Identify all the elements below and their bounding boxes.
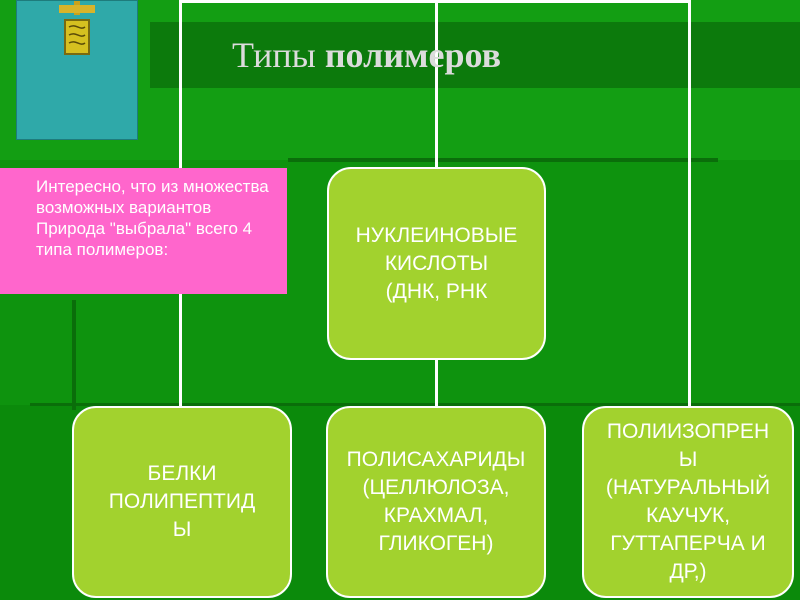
emblem-plate: [64, 19, 90, 55]
polyisoprenes-box: ПОЛИИЗОПРЕН Ы (НАТУРАЛЬНЫЙ КАУЧУК, ГУТТА…: [582, 406, 794, 598]
box-line: ГЛИКОГЕН): [378, 532, 494, 555]
box-line: ДР,): [669, 560, 707, 583]
box-line: БЕЛКИ: [147, 462, 217, 485]
box-line: КАУЧУК,: [645, 504, 731, 527]
box-line: НУКЛЕИНОВЫЕ: [355, 223, 518, 247]
box-line: ПОЛИИЗОПРЕН: [606, 420, 770, 443]
divider-line: [288, 158, 718, 162]
connector-right-vertical: [688, 0, 691, 406]
divider-line: [72, 300, 76, 410]
box-line: КРАХМАЛ,: [383, 504, 489, 527]
box-line: (НАТУРАЛЬНЫЙ: [605, 476, 771, 499]
box-line: ГУТТАПЕРЧА И: [610, 532, 766, 555]
dna-emblem-icon: [16, 0, 138, 140]
box-line: ПОЛИПЕПТИД: [108, 490, 256, 513]
box-line: Ы: [678, 448, 698, 471]
box-line: ПОЛИСАХАРИДЫ: [346, 448, 526, 471]
box-line: КИСЛОТЫ: [384, 251, 489, 275]
title-bold: полимеров: [324, 35, 502, 75]
title-band: [150, 22, 800, 88]
emblem-knob: [59, 5, 95, 13]
polysaccharides-box: ПОЛИСАХАРИДЫ (ЦЕЛЛЮЛОЗА, КРАХМАЛ, ГЛИКОГ…: [326, 406, 546, 598]
box-line: (ДНК, РНК: [385, 279, 488, 303]
note-box: Интересно, что из множества возможных ва…: [0, 168, 287, 294]
divider-line: [30, 403, 800, 406]
title-container: Типы полимеров: [150, 22, 800, 88]
emblem-swirl: [68, 25, 86, 45]
box-line: (ЦЕЛЛЮЛОЗА,: [362, 476, 510, 499]
box-line: Ы: [172, 518, 192, 541]
title-regular: Типы: [232, 35, 316, 75]
nucleic-acids-box: НУКЛЕИНОВЫЕ КИСЛОТЫ (ДНК, РНК: [327, 167, 546, 360]
proteins-box: БЕЛКИ ПОЛИПЕПТИД Ы: [72, 406, 292, 598]
note-text: Интересно, что из множества возможных ва…: [36, 177, 269, 259]
page-title: Типы полимеров: [232, 34, 501, 76]
